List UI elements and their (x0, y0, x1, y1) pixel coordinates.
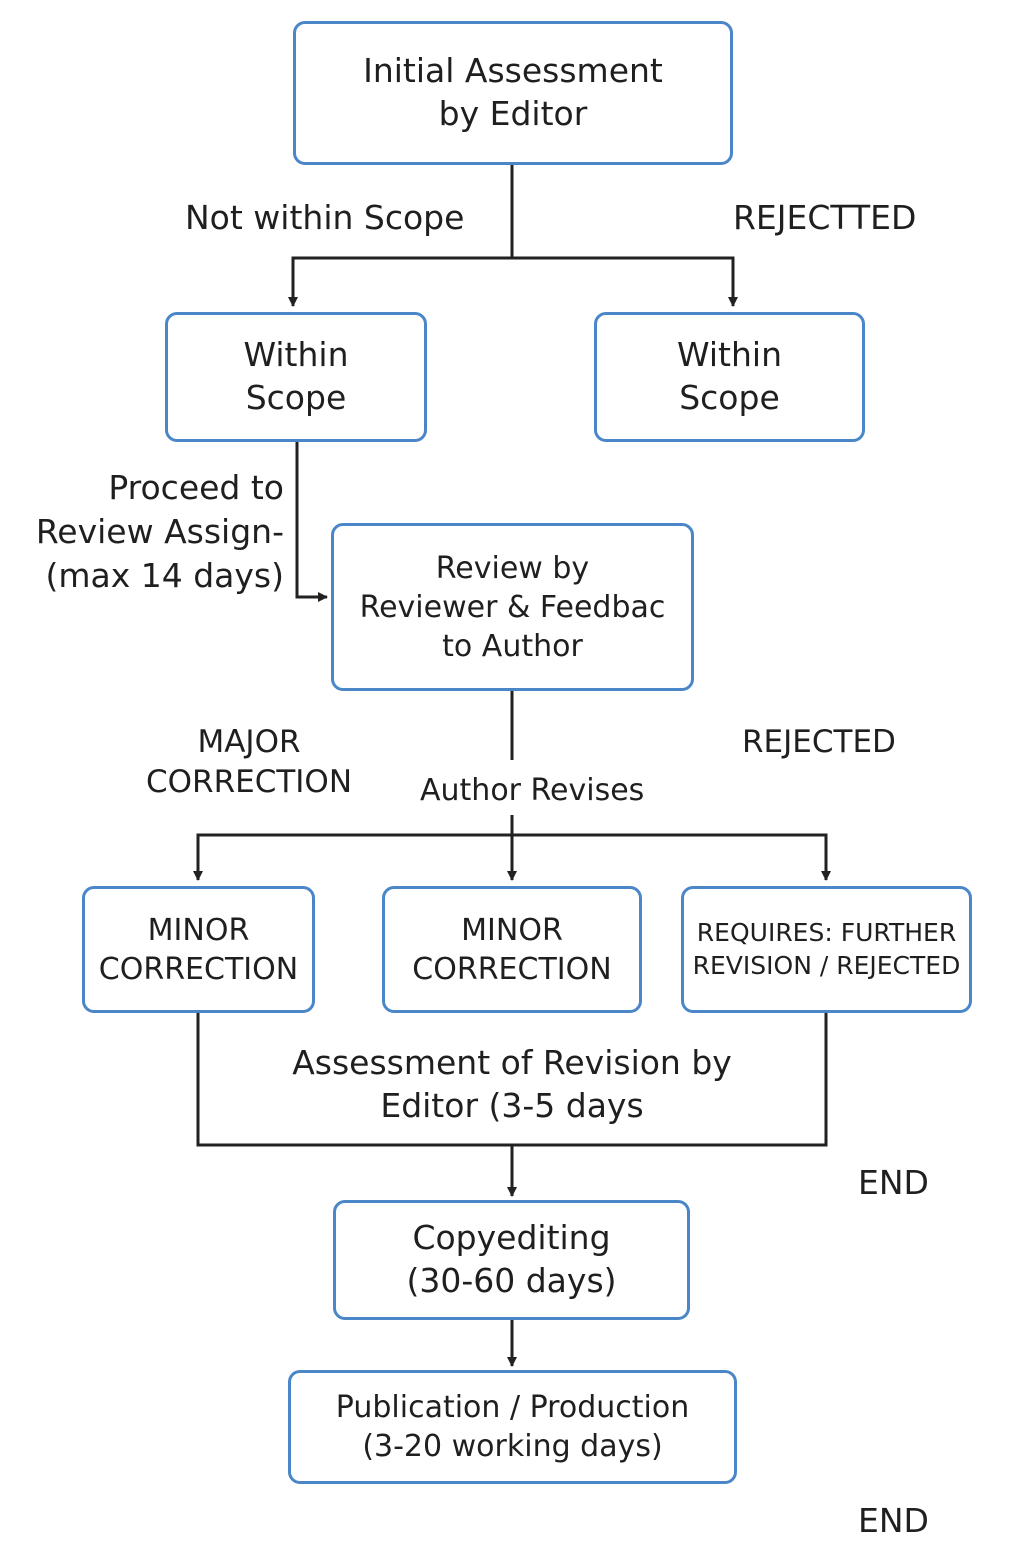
node-initial-assessment-text: Initial Assessment by Editor (363, 51, 663, 133)
node-minor-correction-left-text: MINOR CORRECTION (98, 912, 299, 987)
node-review: Review by Reviewer & Feedbac to Author (331, 523, 694, 691)
node-copyediting: Copyediting (30-60 days) (333, 1200, 690, 1320)
node-review-text: Review by Reviewer & Feedbac to Author (359, 550, 666, 664)
node-requires-further-revision-text: REQUIRES: FURTHER REVISION / REJECTED (692, 918, 961, 980)
node-requires-further-revision: REQUIRES: FURTHER REVISION / REJECTED (681, 886, 972, 1013)
label-end-1: END (858, 1163, 929, 1202)
node-publication-text: Publication / Production (3-20 working d… (335, 1390, 690, 1464)
label-major-correction: MAJOR CORRECTION (145, 724, 353, 801)
connector-initial-split (288, 165, 514, 307)
connector-branch-right (512, 833, 831, 881)
label-not-within-scope: Not within Scope (185, 198, 465, 237)
label-author-revises: Author Revises (420, 773, 645, 808)
label-proceed-to-review: Proceed to Review Assign- (max 14 days) (35, 468, 284, 595)
node-within-scope-right: Within Scope (594, 312, 865, 442)
connector-within-review (295, 442, 328, 602)
label-end-2: END (858, 1501, 929, 1540)
label-assessment-of-revision: Assessment of Revision by Editor (3-5 da… (292, 1043, 732, 1125)
connector-split-right (512, 256, 738, 307)
label-rejected-top: REJECTTED (733, 198, 917, 237)
node-publication: Publication / Production (3-20 working d… (288, 1370, 737, 1484)
node-within-scope-left: Within Scope (165, 312, 427, 442)
node-within-scope-right-text: Within Scope (676, 335, 782, 417)
connector-branch-left (193, 833, 512, 881)
node-copyediting-text: Copyediting (30-60 days) (406, 1218, 617, 1300)
node-within-scope-left-text: Within Scope (243, 335, 349, 417)
label-rejected-mid: REJECTED (742, 724, 896, 760)
node-minor-correction-left: MINOR CORRECTION (82, 886, 315, 1013)
node-minor-correction-mid-text: MINOR CORRECTION (412, 912, 612, 987)
node-minor-correction-mid: MINOR CORRECTION (382, 886, 642, 1013)
node-initial-assessment: Initial Assessment by Editor (293, 21, 733, 165)
